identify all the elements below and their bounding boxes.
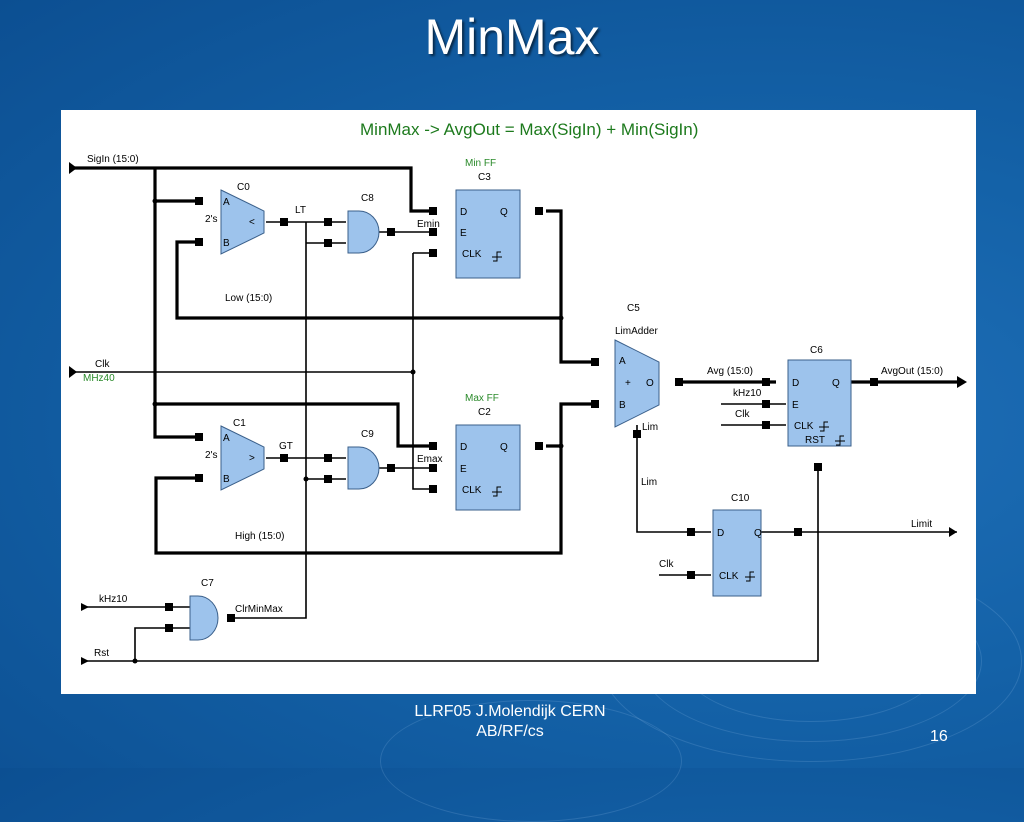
c7-name: C7 <box>201 578 214 589</box>
c2-name: C2 <box>478 407 491 418</box>
clk-vertical <box>412 253 436 490</box>
clrminmax-wire <box>231 222 307 619</box>
c6-clk: CLK <box>794 421 814 432</box>
c10-d: D <box>717 528 724 539</box>
max-ff-c2 <box>455 424 521 511</box>
c6-name: C6 <box>810 345 823 356</box>
sigin-branch-c1 <box>153 168 196 439</box>
and-gate-c7 <box>189 595 219 641</box>
c8-name: C8 <box>361 193 374 204</box>
emax-label: Emax <box>417 454 443 465</box>
equation-text: MinMax -> AvgOut = Max(SigIn) + Min(SigI… <box>360 120 698 139</box>
emin-label: Emin <box>417 219 440 230</box>
clk-label: Clk <box>95 359 110 370</box>
c5-a: A <box>619 356 626 367</box>
c1-mode: 2's <box>205 450 217 461</box>
limit-label: Limit <box>911 519 932 530</box>
c5-name: C5 <box>627 303 640 314</box>
clock-edge-icons <box>492 251 845 582</box>
comparator-c0 <box>220 189 265 255</box>
and-gate-c9 <box>347 446 380 490</box>
lim-adder-c5 <box>614 339 660 428</box>
c9-name: C9 <box>361 429 374 440</box>
c0-op: < <box>249 217 255 228</box>
c3-d: D <box>460 207 467 218</box>
c0-mode: 2's <box>205 214 217 225</box>
c2-title: Max FF <box>465 393 499 404</box>
c2-clk: CLK <box>462 485 482 496</box>
clk-c10-label: Clk <box>659 559 674 570</box>
port-arrows <box>69 162 967 665</box>
junction-dots <box>132 198 564 664</box>
c6-rst: RST <box>805 435 825 446</box>
footer-line-1: LLRF05 J.Molendijk CERN <box>414 703 606 720</box>
c3-q: Q <box>500 207 508 218</box>
clk-c6-label: Clk <box>735 409 750 420</box>
c1-port-b: B <box>223 474 230 485</box>
high-label: High (15:0) <box>235 531 284 542</box>
c2-e: E <box>460 464 467 475</box>
c5-title: LimAdder <box>615 326 658 337</box>
avg-label: Avg (15:0) <box>707 366 753 377</box>
lim-label: Lim <box>641 477 657 488</box>
avgout-label: AvgOut (15:0) <box>881 366 943 377</box>
rst-to-c7 <box>134 627 191 661</box>
footer-line-2: AB/RF/cs <box>476 723 544 740</box>
low-bus <box>175 209 563 320</box>
high-to-adder <box>559 402 591 446</box>
c3-e: E <box>460 228 467 239</box>
c10-q: Q <box>754 528 762 539</box>
c5-o: O <box>646 378 654 389</box>
register-c10 <box>712 509 762 597</box>
lim-wire <box>636 425 711 533</box>
c3-name: C3 <box>478 172 491 183</box>
low-to-adder <box>559 318 591 364</box>
mhz40-label: MHz40 <box>83 373 115 384</box>
page-number: 16 <box>930 728 948 745</box>
c1-port-a: A <box>223 433 230 444</box>
clrminmax-label: ClrMinMax <box>235 604 283 615</box>
and-gate-c8 <box>347 210 380 254</box>
lt-label: LT <box>295 205 306 216</box>
min-ff-c3 <box>455 189 521 279</box>
c3-title: Min FF <box>465 158 496 169</box>
c5-b: B <box>619 400 626 411</box>
pin-markers <box>165 197 878 632</box>
c10-clk: CLK <box>719 571 739 582</box>
khz10-label: kHz10 <box>99 594 128 605</box>
gt-label: GT <box>279 441 293 452</box>
c0-port-a: A <box>223 197 230 208</box>
c1-name: C1 <box>233 418 246 429</box>
c3-clk: CLK <box>462 249 482 260</box>
khz10-c6-label: kHz10 <box>733 388 762 399</box>
comparator-c1 <box>220 425 265 491</box>
slide-title: MinMax <box>424 9 600 65</box>
c10-name: C10 <box>731 493 750 504</box>
c5-lim: Lim <box>642 422 658 433</box>
schematic-svg: MinMax -> AvgOut = Max(SigIn) + Min(SigI… <box>69 120 967 665</box>
c2-d: D <box>460 442 467 453</box>
register-c6 <box>787 359 852 447</box>
c6-q: Q <box>832 378 840 389</box>
sigin-branch-c2 <box>155 402 436 448</box>
c5-plus: + <box>625 378 631 389</box>
c0-port-b: B <box>223 238 230 249</box>
footer-text: LLRF05 J.Molendijk CERN AB/RF/cs <box>380 702 640 742</box>
c0-name: C0 <box>237 182 250 193</box>
c1-op: > <box>249 453 255 464</box>
sigin-label: SigIn (15:0) <box>87 154 139 165</box>
c2-q: Q <box>500 442 508 453</box>
rst-label: Rst <box>94 648 109 659</box>
low-label: Low (15:0) <box>225 293 272 304</box>
schematic-diagram: MinMax -> AvgOut = Max(SigIn) + Min(SigI… <box>61 110 976 694</box>
sigin-bus <box>69 166 436 213</box>
c6-e: E <box>792 400 799 411</box>
c6-d: D <box>792 378 799 389</box>
